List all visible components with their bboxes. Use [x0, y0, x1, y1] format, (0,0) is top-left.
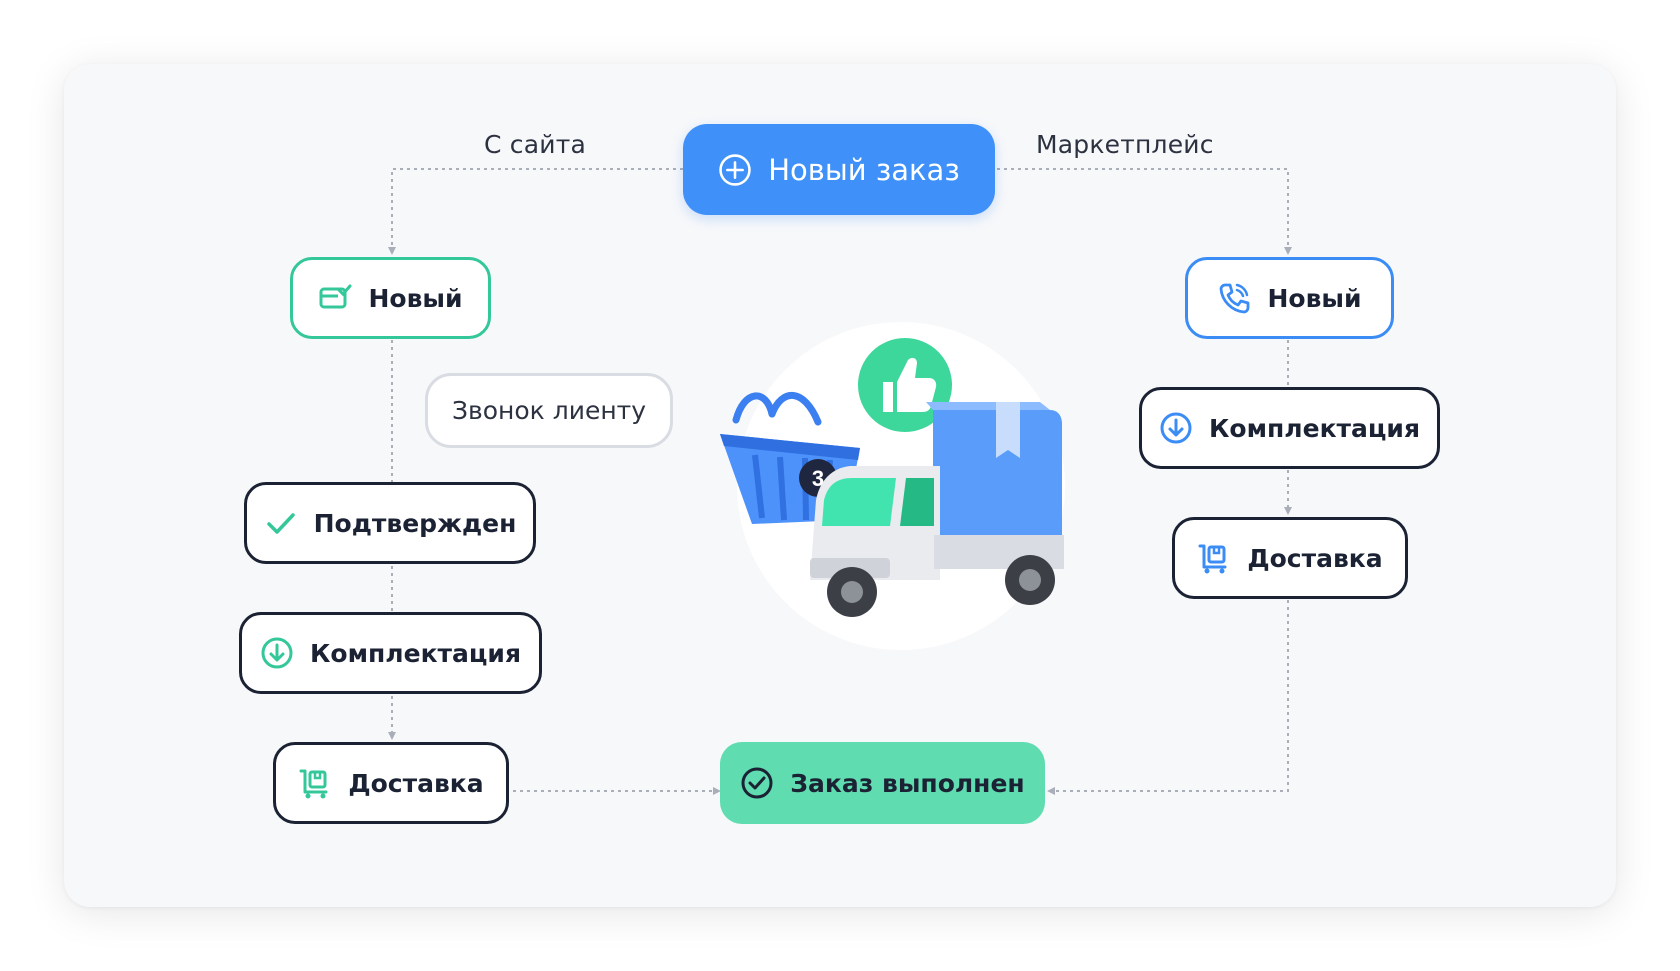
new-order-label: Новый заказ	[768, 152, 960, 187]
confirmed-node[interactable]: Подтвержден	[244, 482, 536, 564]
phone-icon	[1217, 281, 1251, 315]
delivery-truck-icon	[810, 402, 1064, 617]
call-client-label: Звонок лиенту	[451, 396, 647, 425]
hero-illustration: 3	[720, 338, 1064, 617]
confirmed-label: Подтвержден	[313, 508, 517, 538]
branch-label-site: С сайта	[484, 130, 586, 159]
arrow-down-circle-icon	[1159, 411, 1193, 445]
right-new-label: Новый	[1267, 283, 1362, 313]
plus-circle-icon	[718, 153, 752, 187]
check-icon	[264, 506, 298, 540]
right-delivery-node[interactable]: Доставка	[1172, 517, 1408, 599]
left-picking-label: Комплектация	[309, 638, 521, 668]
right-new-node[interactable]: Новый	[1185, 257, 1394, 339]
left-new-node[interactable]: Новый	[290, 257, 491, 339]
left-new-label: Новый	[368, 283, 463, 313]
order-done-node[interactable]: Заказ выполнен	[720, 742, 1045, 824]
order-done-label: Заказ выполнен	[790, 768, 1025, 798]
branch-label-marketplace: Маркетплейс	[1036, 130, 1214, 159]
connector-right-top	[997, 168, 1292, 255]
right-delivery-label: Доставка	[1247, 543, 1383, 573]
right-picking-node[interactable]: Комплектация	[1139, 387, 1440, 469]
new-order-node[interactable]: Новый заказ	[683, 124, 995, 215]
left-delivery-label: Доставка	[348, 768, 484, 798]
arrow-down-circle-icon	[260, 636, 294, 670]
thumbs-up-icon	[858, 338, 952, 432]
left-picking-node[interactable]: Комплектация	[239, 612, 542, 694]
check-circle-icon	[740, 766, 774, 800]
cart-box-icon	[298, 766, 332, 800]
connector-right-done	[1047, 600, 1289, 795]
left-delivery-node[interactable]: Доставка	[273, 742, 509, 824]
right-picking-label: Комплектация	[1208, 413, 1420, 443]
basket-badge-count: 3	[812, 466, 824, 491]
call-client-node[interactable]: Звонок лиенту	[425, 373, 673, 448]
connector-left-top	[388, 168, 683, 255]
card-check-icon	[318, 281, 352, 315]
cart-box-icon	[1197, 541, 1231, 575]
